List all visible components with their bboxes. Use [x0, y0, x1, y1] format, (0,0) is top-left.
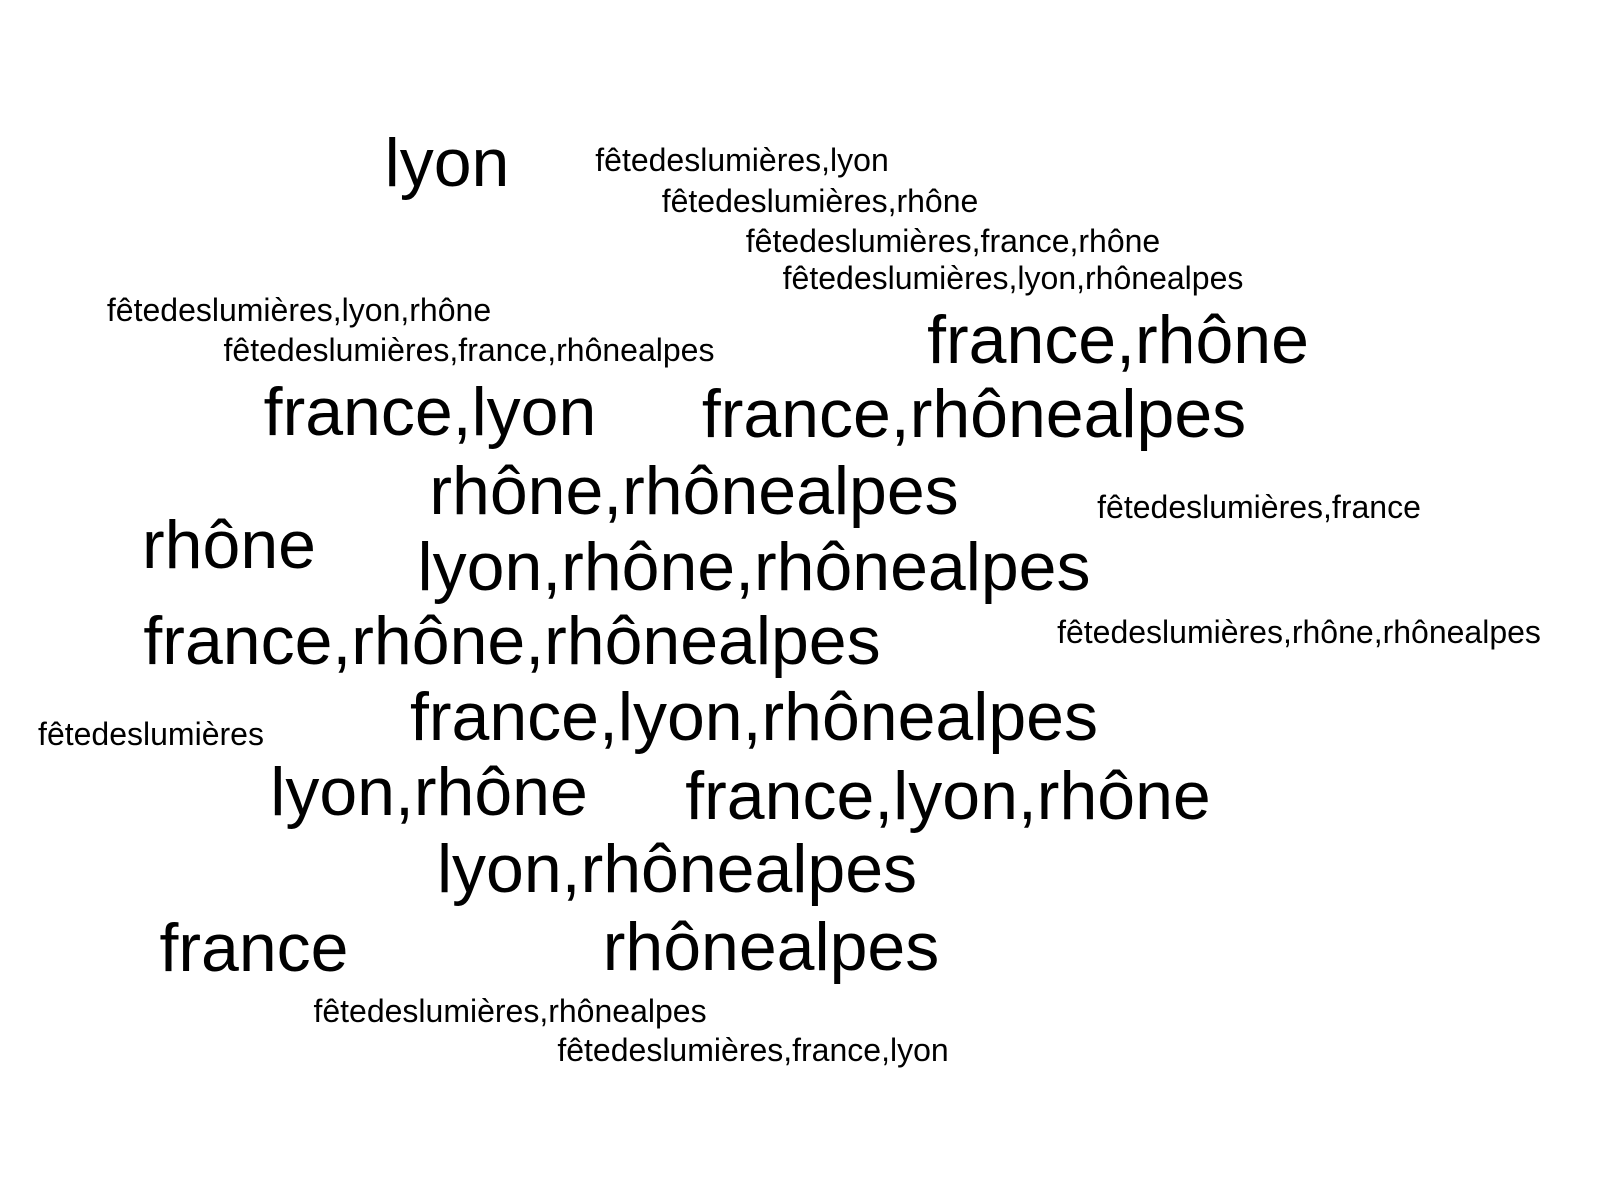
word-fetedeslumieres-lyon-rhone: fêtedeslumières,lyon,rhône — [106, 292, 492, 328]
word-lyon-rhone: lyon,rhône — [270, 754, 588, 830]
word-fetedeslumieres-rhone: fêtedeslumières,rhône — [661, 183, 979, 219]
word-fetedeslumieres-lyon: fêtedeslumières,lyon — [595, 142, 889, 178]
word-france-rhone-rhonealpes: france,rhône,rhônealpes — [143, 603, 881, 679]
word-rhonealpes: rhônealpes — [602, 909, 940, 985]
word-france-lyon: france,lyon — [263, 374, 597, 450]
word-fetedeslumieres-lyon-rhonealpes: fêtedeslumières,lyon,rhônealpes — [782, 260, 1244, 296]
word-fetedeslumieres-france-lyon: fêtedeslumières,france,lyon — [557, 1032, 949, 1068]
word-france: france — [159, 910, 349, 986]
word-lyon: lyon — [384, 125, 510, 201]
word-france-lyon-rhonealpes: france,lyon,rhônealpes — [409, 679, 1099, 755]
word-fetedeslumieres-rhonealpes: fêtedeslumières,rhônealpes — [313, 993, 707, 1029]
word-lyon-rhone-rhonealpes: lyon,rhône,rhônealpes — [417, 529, 1091, 605]
word-fetedeslumieres-france: fêtedeslumières,france — [1097, 489, 1421, 525]
word-fetedeslumieres-france-rhone: fêtedeslumières,france,rhône — [745, 223, 1161, 259]
word-france-lyon-rhone: france,lyon,rhône — [685, 758, 1211, 834]
word-fetedeslumieres-rhone-rhonealpes: fêtedeslumières,rhône,rhônealpes — [1057, 614, 1541, 650]
word-lyon-rhonealpes: lyon,rhônealpes — [436, 831, 918, 907]
word-rhone-rhonealpes: rhône,rhônealpes — [429, 453, 959, 529]
word-fetedeslumieres-france-rhonealpes: fêtedeslumières,france,rhônealpes — [223, 332, 715, 368]
word-france-rhonealpes: france,rhônealpes — [701, 376, 1247, 452]
word-rhone: rhône — [142, 507, 316, 583]
word-france-rhone: france,rhône — [927, 302, 1309, 378]
word-fetedeslumieres: fêtedeslumières — [38, 716, 264, 752]
